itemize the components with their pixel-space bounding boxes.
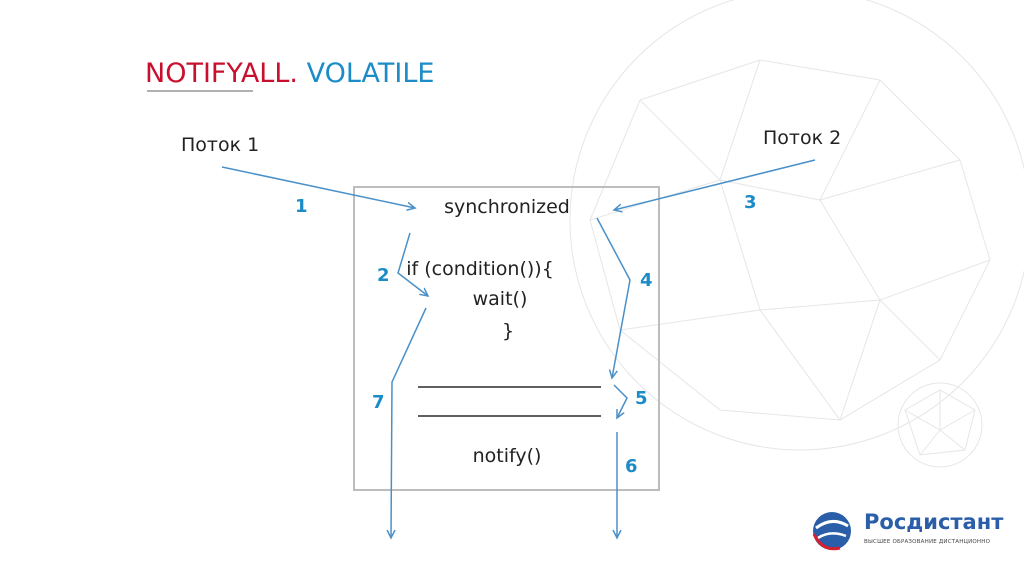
slide-title: NOTIFYALL. VOLATILE (145, 58, 434, 89)
arrow-5 (613, 384, 628, 418)
step-4: 4 (640, 270, 653, 291)
title-notifyall: NOTIFYALL. (145, 58, 298, 89)
logo-subtitle: ВЫСШЕЕ ОБРАЗОВАНИЕ ДИСТАНЦИОННО (864, 539, 991, 545)
arrow-2 (397, 232, 428, 296)
step-3: 3 (744, 192, 757, 213)
code-if-condition: if (condition()){ (406, 258, 554, 280)
code-synchronized: synchronized (444, 196, 570, 218)
step-5: 5 (635, 388, 648, 409)
code-notify: notify() (472, 445, 542, 467)
step-7: 7 (372, 392, 385, 413)
thread-2-label: Поток 2 (763, 127, 842, 149)
code-wait: wait() (472, 288, 528, 310)
arrow-4 (596, 217, 631, 378)
thread-1-label: Поток 1 (181, 134, 260, 156)
arrow-7 (391, 307, 427, 538)
logo-globe-icon (812, 512, 851, 551)
logo-name: Росдистант (864, 510, 1004, 534)
arrow-3 (614, 159, 816, 210)
step-2: 2 (377, 265, 390, 286)
title-underline (147, 90, 253, 92)
code-close-brace: } (501, 320, 515, 342)
synchronized-block (353, 186, 660, 491)
arrow-1 (221, 166, 415, 208)
step-6: 6 (625, 456, 638, 477)
step-1: 1 (295, 196, 308, 217)
rosdistant-logo: Росдистант ВЫСШЕЕ ОБРАЗОВАНИЕ ДИСТАНЦИОН… (810, 508, 1004, 554)
title-volatile: VOLATILE (306, 58, 435, 89)
